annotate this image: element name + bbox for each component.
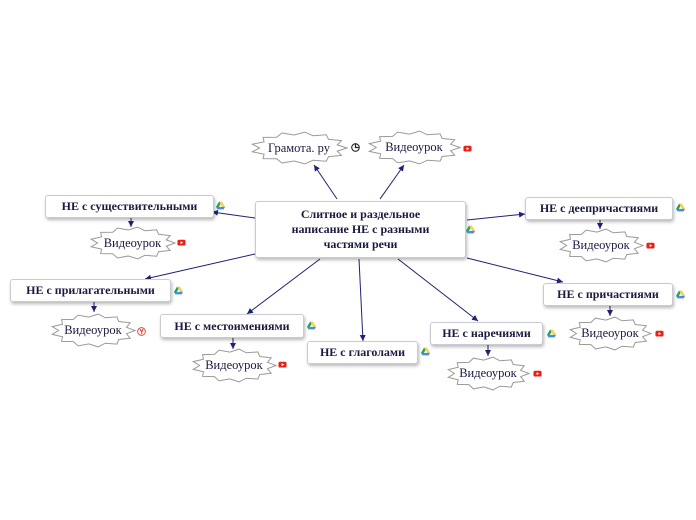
google-drive-glyph (216, 201, 225, 210)
google-drive-icon[interactable] (676, 290, 685, 299)
link-video-top-label: Видеоурок (385, 140, 443, 154)
link-video-adverbs-cloud[interactable]: Видеоурок (446, 356, 530, 391)
youtube-icon[interactable] (646, 241, 655, 250)
cloud-shape (568, 316, 652, 351)
cloud-shape (446, 356, 530, 391)
youtube-glyph (646, 242, 655, 249)
link-video-gerunds-cloud[interactable]: Видеоурок (558, 228, 644, 263)
youtube-glyph (177, 239, 186, 246)
link-video-nouns-cloud[interactable]: Видеоурок (89, 226, 176, 260)
link-video-participles-cloud[interactable]: Видеоурок (568, 316, 652, 351)
google-drive-glyph (421, 347, 430, 356)
youtube-icon[interactable] (278, 360, 287, 369)
topic-verbs-label: НЕ с глаголами (319, 345, 406, 359)
google-drive-glyph (676, 203, 685, 212)
central-topic-line-3: частями речи (323, 237, 398, 251)
google-drive-icon[interactable] (307, 321, 316, 330)
cloud-shape (558, 228, 644, 263)
topic-gerunds-label: НЕ с деепричастиями (539, 201, 659, 215)
link-video-top-cloud[interactable]: Видеоурок (367, 130, 461, 165)
link-video-participles-label: Видеоурок (581, 326, 639, 340)
connector-center-to-nouns (211, 209, 256, 219)
connector-center-to-participles (466, 257, 564, 284)
google-drive-glyph (466, 225, 475, 234)
topic-nouns[interactable]: НЕ с существительными (45, 195, 214, 218)
link-gramota-label: Грамота. ру (268, 140, 330, 155)
link-video-gerunds-label: Видеоурок (572, 238, 630, 252)
cloud-shape (191, 348, 277, 383)
youtube-glyph (278, 361, 287, 368)
youtube-glyph (655, 330, 664, 337)
cloud-shape (367, 130, 461, 165)
link-video-pronouns-label: Видеоурок (205, 358, 263, 372)
link-gramota-cloud[interactable]: Грамота. ру (250, 131, 348, 165)
central-topic-line-2: написание НЕ с разными (291, 222, 430, 236)
connector-center-to-verbs (358, 258, 366, 342)
google-drive-glyph (547, 329, 556, 338)
google-drive-glyph (676, 290, 685, 299)
youtube-icon[interactable] (177, 238, 186, 247)
topic-nouns-label: НЕ с существительными (61, 199, 198, 213)
google-drive-icon[interactable] (547, 329, 556, 338)
link-video-nouns-label: Видеоурок (103, 235, 162, 250)
topic-verbs[interactable]: НЕ с глаголами (307, 341, 418, 364)
youtube-glyph (533, 370, 542, 377)
connector-center-to-pronouns (246, 258, 321, 315)
google-drive-icon[interactable] (466, 225, 475, 234)
google-drive-icon[interactable] (676, 203, 685, 212)
cloud-shape (50, 313, 136, 348)
youtube-glyph (463, 145, 472, 152)
connector-center-to-video-top (379, 164, 405, 200)
google-drive-glyph (307, 321, 316, 330)
google-drive-icon[interactable] (174, 286, 183, 295)
link-video-pronouns-cloud[interactable]: Видеоурок (191, 348, 277, 383)
topic-adverbs[interactable]: НЕ с наречиями (430, 322, 543, 345)
central-topic[interactable]: Слитное и раздельное написание НЕ с разн… (255, 201, 466, 258)
web-link-icon-glyph (351, 143, 360, 152)
google-drive-glyph (174, 286, 183, 295)
connector-center-to-adjectives (144, 253, 256, 281)
google-drive-icon[interactable] (216, 201, 225, 210)
link-video-adjectives-label: Видеоурок (64, 323, 122, 337)
link-video-adverbs-label: Видеоурок (459, 366, 517, 380)
topic-adjectives[interactable]: НЕ с прилагательными (10, 279, 171, 302)
connector-center-to-gerunds (466, 211, 526, 221)
youtube-icon[interactable] (655, 329, 664, 338)
central-topic-line-1: Слитное и раздельное (300, 207, 421, 221)
connector-center-to-adverbs (397, 258, 479, 322)
topic-adverbs-label: НЕ с наречиями (442, 326, 531, 340)
topic-pronouns[interactable]: НЕ с местоимениями (160, 314, 304, 338)
youtube-icon[interactable] (533, 369, 542, 378)
link-video-adjectives-cloud[interactable]: Видеоурок (50, 313, 136, 348)
topic-gerunds[interactable]: НЕ с деепричастиями (525, 197, 673, 220)
topic-adjectives-label: НЕ с прилагательными (26, 283, 155, 297)
topic-pronouns-label: НЕ с местоимениями (174, 318, 290, 333)
web-link-icon[interactable] (351, 143, 360, 152)
topic-participles-label: НЕ с причастиями (557, 287, 659, 301)
topic-participles[interactable]: НЕ с причастиями (543, 283, 673, 306)
youtube-icon[interactable] (463, 144, 472, 153)
yandex-icon-glyph (137, 327, 146, 336)
cloud-shape (89, 226, 176, 260)
google-drive-icon[interactable] (421, 347, 430, 356)
yandex-icon[interactable] (137, 327, 146, 336)
connector-center-to-gramota (313, 164, 338, 200)
cloud-shape (250, 131, 348, 165)
